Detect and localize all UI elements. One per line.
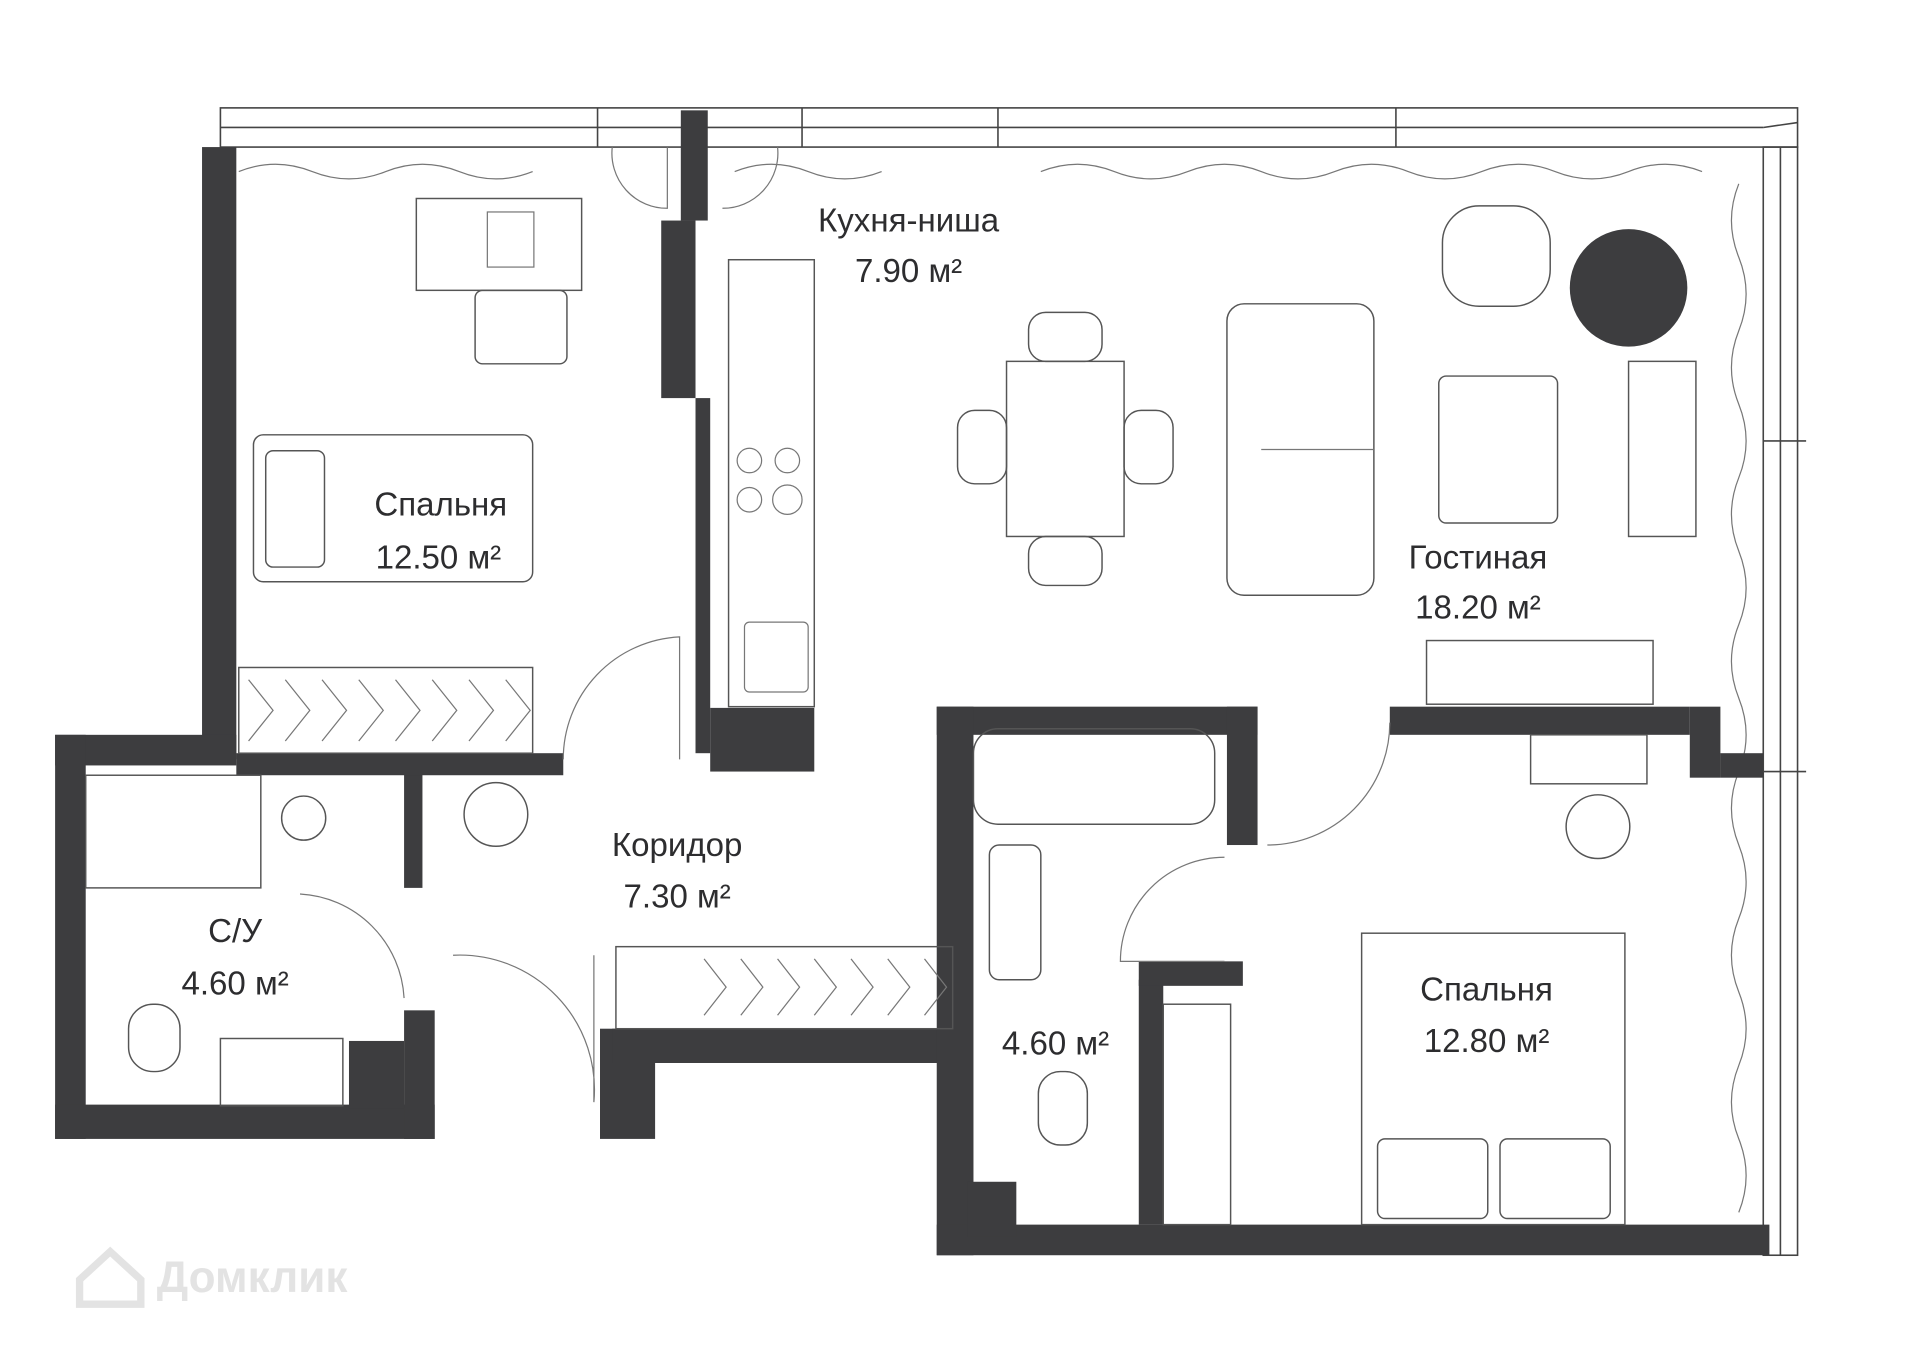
bath-sink — [988, 844, 1042, 981]
room-labels: Кухня-ниша 7.90 м² Спальня 12.50 м² Гост… — [181, 203, 1552, 1063]
tv-stand — [1627, 360, 1697, 538]
house-icon — [75, 1246, 145, 1308]
kitchen-counter — [727, 258, 816, 708]
room-name-kitchen: Кухня-ниша — [818, 203, 1000, 240]
walls — [55, 110, 1770, 1256]
desk-2 — [1529, 734, 1648, 785]
room-name-bedroom-1: Спальня — [374, 487, 507, 524]
laptop-icon — [486, 211, 535, 268]
bed — [252, 434, 534, 583]
furniture — [84, 197, 1697, 1226]
room-name-bathroom-1: С/У — [208, 913, 263, 950]
room-name-living: Гостиная — [1409, 539, 1548, 576]
watermark: Домклик — [75, 1246, 349, 1308]
wardrobe — [238, 666, 534, 754]
window-glazing — [219, 107, 1807, 1257]
stool — [463, 781, 529, 847]
room-area-bathroom-1: 4.60 м² — [181, 965, 288, 1002]
round-table — [1569, 229, 1688, 347]
room-name-bedroom-2: Спальня — [1420, 972, 1553, 1009]
doors — [299, 147, 1391, 1103]
stool-2 — [1565, 794, 1631, 860]
bedroom-wardrobe — [1162, 1003, 1232, 1226]
coffee-table — [1438, 375, 1559, 524]
room-area-corridor: 7.30 м² — [624, 878, 731, 915]
radiator-shelf — [1425, 639, 1654, 705]
chair — [474, 289, 568, 365]
room-area-bedroom-2: 12.80 м² — [1424, 1023, 1550, 1060]
watermark-text: Домклик — [157, 1253, 349, 1302]
su-sink — [219, 1037, 344, 1107]
hall-wardrobe — [615, 945, 954, 1030]
room-area-bathroom-2: 4.60 м² — [1002, 1025, 1109, 1062]
toilet-2 — [1037, 1070, 1089, 1146]
washing-machine — [280, 795, 327, 841]
toilet — [127, 1003, 181, 1073]
bathtub — [972, 727, 1216, 825]
room-area-kitchen: 7.90 м² — [855, 253, 962, 290]
kitchen-sink — [743, 621, 809, 693]
double-bed — [1360, 932, 1626, 1226]
shower — [84, 774, 262, 889]
room-name-corridor: Коридор — [612, 827, 743, 864]
room-area-living: 18.20 м² — [1415, 590, 1541, 627]
armchair — [1441, 205, 1551, 307]
dining-table — [1005, 360, 1125, 538]
room-area-bedroom-1: 12.50 м² — [376, 539, 502, 576]
